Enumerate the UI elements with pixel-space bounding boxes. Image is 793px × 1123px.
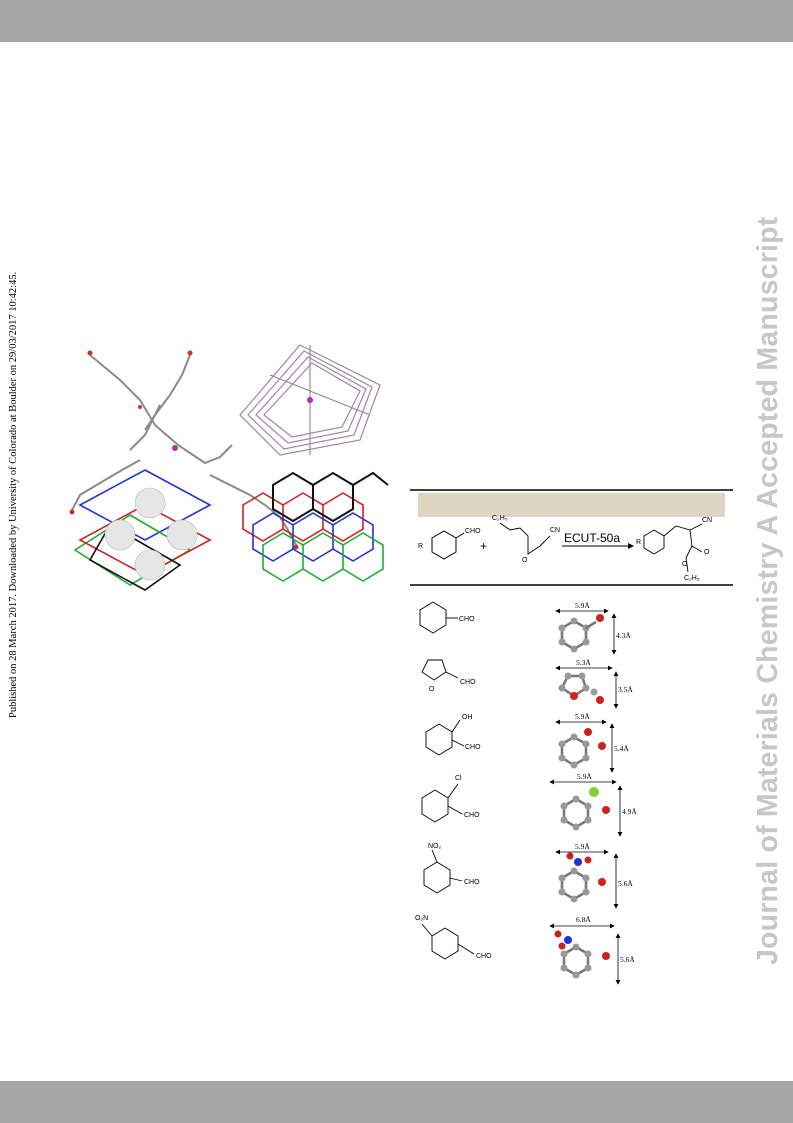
dim-1-width: 5.9Å	[575, 601, 590, 610]
product-cn-label: CN	[702, 517, 712, 524]
interpenetrated-net-view	[242, 471, 389, 582]
structure-figure	[69, 344, 389, 591]
model-6	[554, 930, 610, 979]
dim-3-height: 5.4Å	[614, 744, 629, 753]
substrate-2-cho: CHO	[460, 679, 476, 686]
plus-sign: +	[480, 539, 487, 553]
catalyst-label: ECUT-50a	[564, 531, 620, 545]
chlorobenzaldehyde-structure	[421, 783, 463, 823]
accepted-manuscript-watermark: Journal of Materials Chemistry A Accepte…	[752, 216, 784, 965]
salicylaldehyde-structure	[425, 719, 465, 756]
reactant-cho-label: CHO	[465, 528, 481, 535]
cn-label: CN	[550, 527, 560, 534]
dim-4-height: 4.9Å	[622, 807, 637, 816]
dim-1-height: 4.3Å	[616, 631, 631, 640]
dim-6-width: 6.8Å	[576, 915, 591, 924]
r-group-label: R	[418, 543, 423, 550]
dim-5-width: 5.9Å	[575, 842, 590, 851]
model-1	[558, 614, 604, 653]
benzaldehyde-structure	[419, 601, 458, 634]
dim-5-height: 5.6Å	[618, 879, 633, 888]
substrate-3-cho: CHO	[465, 744, 481, 751]
knoevenagel-product	[643, 523, 703, 573]
substrate-6-cho: CHO	[476, 953, 492, 960]
dim-3-width: 5.9Å	[575, 712, 590, 721]
top-bar	[0, 0, 793, 42]
substrate-3-oh: OH	[462, 714, 473, 721]
product-ester-o-label: O	[682, 561, 688, 568]
substrate-6-o2n: O₂N	[415, 915, 428, 922]
carbonyl-o-label: O	[522, 557, 528, 564]
substrate-5-cho: CHO	[464, 879, 480, 886]
substrate-5-no2: NO₂	[428, 843, 442, 850]
linker-view	[69, 350, 299, 550]
dim-6-height: 5.6Å	[620, 955, 635, 964]
model-3	[558, 728, 606, 769]
reaction-scheme: CHO R + C₂H₅ CN O ECUT-50a R CN O O C₂H₅	[410, 489, 733, 586]
model-4	[560, 787, 610, 831]
dim-2-height: 3.5Å	[618, 685, 633, 694]
layered-framework-view	[239, 344, 381, 456]
model-2	[558, 672, 604, 704]
dim-4-width: 5.9Å	[577, 772, 592, 781]
ethyl-label: C₂H₅	[492, 515, 508, 522]
cyanoacetate-reactant	[499, 522, 551, 555]
molecular-dimensions: 5.9Å 4.3Å 5.3Å 3.5Å 5.9Å 5.4Å 5.9Å 4.9Å	[549, 601, 637, 985]
product-ethyl-label: C₂H₅	[684, 575, 700, 582]
product-r-label: R	[636, 539, 641, 546]
furfural-structure	[421, 659, 459, 681]
substrate-1-cho: CHO	[459, 616, 475, 623]
substrate-structures: CHO O CHO OH CHO Cl CHO NO₂ CHO O₂N CHO	[415, 601, 492, 960]
pore-network-view	[73, 469, 212, 591]
dim-2-width: 5.3Å	[576, 658, 591, 667]
model-5	[558, 852, 606, 903]
meta-nitrobenzaldehyde-structure	[421, 923, 475, 960]
substrate-4-cl: Cl	[455, 775, 462, 782]
aldehyde-reactant	[431, 530, 465, 560]
substrate-2-ring-o: O	[429, 686, 435, 693]
nitrobenzaldehyde-structure	[423, 849, 463, 894]
product-o-label: O	[704, 549, 710, 556]
bottom-bar	[0, 1081, 793, 1123]
publication-note: Published on 28 March 2017. Downloaded b…	[8, 271, 19, 718]
table-header-band	[418, 493, 725, 517]
substrate-4-cho: CHO	[464, 812, 480, 819]
